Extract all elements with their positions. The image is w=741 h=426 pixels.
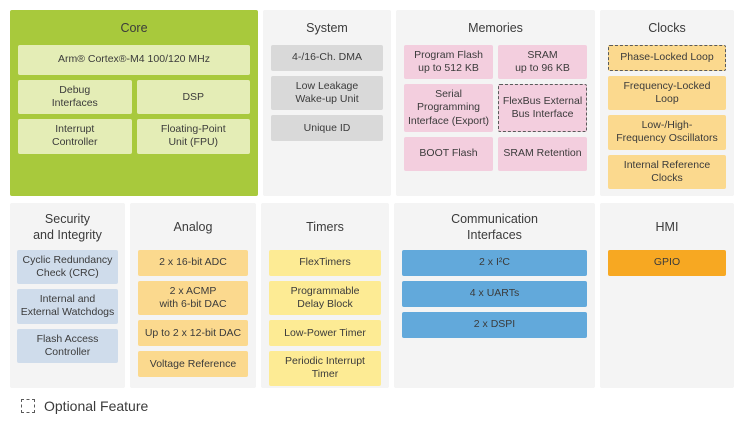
bottom-row: Security and Integrity Cyclic Redundancy… [10, 203, 741, 388]
timers-title: Timers [306, 220, 344, 235]
panel-memories: Memories Program Flash up to 512 KB SRAM… [396, 10, 595, 196]
panel-clocks: Clocks Phase-Locked Loop Frequency-Locke… [600, 10, 734, 196]
block-dspi: 2 x DSPI [402, 312, 587, 338]
block-dma: 4-/16-Ch. DMA [271, 45, 383, 71]
block-program-flash: Program Flash up to 512 KB [404, 45, 493, 80]
block-fll: Frequency-Locked Loop [608, 76, 726, 111]
panel-hmi: HMI GPIO [600, 203, 734, 388]
panel-security: Security and Integrity Cyclic Redundancy… [10, 203, 125, 388]
block-low-leakage-wakeup: Low Leakage Wake-up Unit [271, 76, 383, 111]
block-fpu: Floating-Point Unit (FPU) [136, 119, 250, 154]
hmi-title: HMI [655, 220, 679, 235]
block-oscillators: Low-/High- Frequency Oscillators [608, 115, 726, 150]
block-acmp: 2 x ACMP with 6-bit DAC [138, 281, 248, 316]
block-boot-flash: BOOT Flash [404, 136, 493, 171]
block-crc: Cyclic Redundancy Check (CRC) [17, 250, 118, 285]
block-pll: Phase-Locked Loop [608, 45, 726, 71]
block-programmable-delay: Programmable Delay Block [269, 281, 381, 316]
block-arm-cortex-m4: Arm® Cortex®-M4 100/120 MHz [18, 45, 250, 75]
panel-core: Core Arm® Cortex®-M4 100/120 MHz Debug I… [10, 10, 258, 196]
core-grid: Debug Interfaces DSP Interrupt Controlle… [18, 80, 250, 154]
communication-title: Communication Interfaces [451, 212, 538, 242]
block-serial-programming: Serial Programming Interface (Export) [404, 84, 493, 132]
top-row: Core Arm® Cortex®-M4 100/120 MHz Debug I… [10, 10, 741, 196]
block-internal-reference-clocks: Internal Reference Clocks [608, 154, 726, 189]
panel-communication: Communication Interfaces 2 x I²C 4 x UAR… [394, 203, 595, 388]
block-low-power-timer: Low-Power Timer [269, 320, 381, 347]
block-sram-retention: SRAM Retention [498, 136, 587, 171]
core-title: Core [120, 21, 148, 36]
block-watchdogs: Internal and External Watchdogs [17, 289, 118, 324]
legend-optional-feature: Optional Feature [21, 398, 741, 414]
block-flextimers: FlexTimers [269, 250, 381, 276]
block-flash-access-controller: Flash Access Controller [17, 328, 118, 363]
block-i2c: 2 x I²C [402, 250, 587, 276]
system-title: System [306, 21, 348, 36]
memories-grid: Program Flash up to 512 KB SRAM up to 96… [404, 45, 587, 171]
block-debug-interfaces: Debug Interfaces [18, 80, 132, 115]
clocks-title: Clocks [648, 21, 686, 36]
block-uarts: 4 x UARTs [402, 281, 587, 307]
analog-title: Analog [173, 220, 213, 235]
block-flexbus: FlexBus External Bus Interface [498, 84, 587, 132]
block-dac: Up to 2 x 12-bit DAC [138, 320, 248, 347]
block-diagram: Core Arm® Cortex®-M4 100/120 MHz Debug I… [10, 10, 741, 414]
block-sram: SRAM up to 96 KB [498, 45, 587, 80]
block-adc: 2 x 16-bit ADC [138, 250, 248, 276]
panel-timers: Timers FlexTimers Programmable Delay Blo… [261, 203, 389, 388]
panel-analog: Analog 2 x 16-bit ADC 2 x ACMP with 6-bi… [130, 203, 256, 388]
panel-system: System 4-/16-Ch. DMA Low Leakage Wake-up… [263, 10, 391, 196]
block-interrupt-controller: Interrupt Controller [18, 119, 132, 154]
block-dsp: DSP [136, 80, 250, 115]
optional-feature-label: Optional Feature [44, 398, 149, 414]
optional-feature-swatch [21, 399, 35, 413]
block-voltage-reference: Voltage Reference [138, 351, 248, 378]
security-title: Security and Integrity [33, 212, 102, 242]
block-gpio: GPIO [608, 250, 726, 276]
block-periodic-interrupt-timer: Periodic Interrupt Timer [269, 351, 381, 386]
memories-title: Memories [468, 21, 523, 36]
block-unique-id: Unique ID [271, 115, 383, 142]
